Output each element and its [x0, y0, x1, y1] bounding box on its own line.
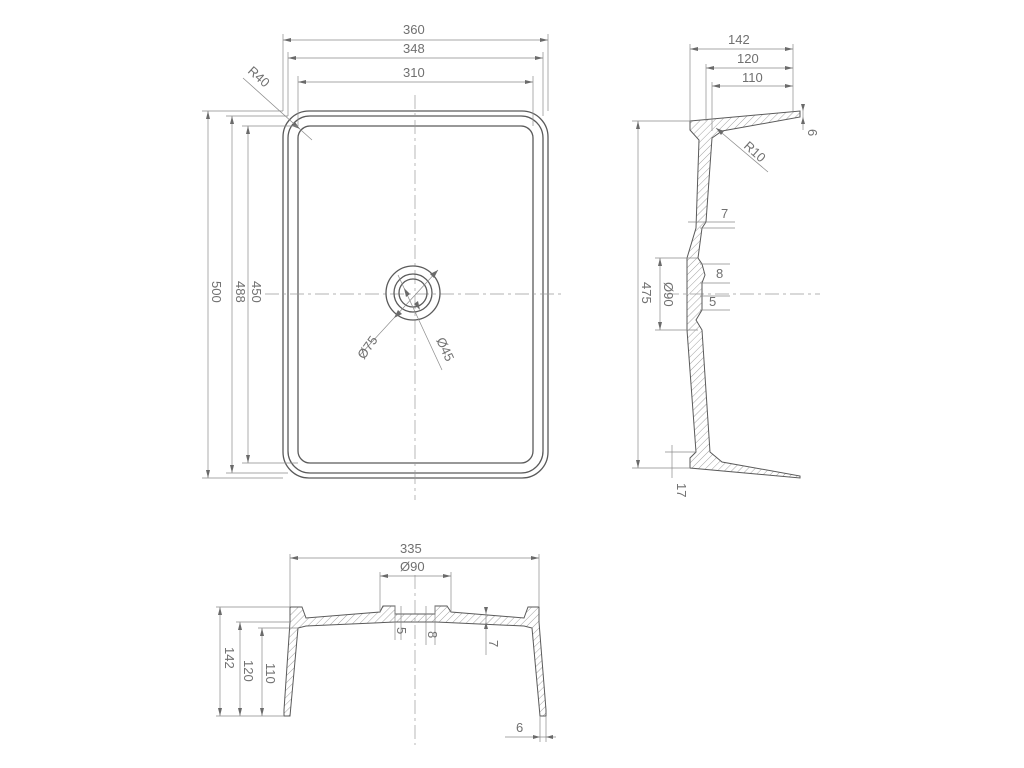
front-335-arrow-left	[290, 556, 298, 560]
side-rim-thickness-label: 6	[805, 129, 820, 136]
side-drain-arrow-bottom	[658, 322, 662, 330]
width-310-arrow-left	[298, 80, 306, 84]
side-fillet-leader	[715, 127, 769, 173]
side-depth-110-label: 110	[742, 70, 763, 85]
height-488-label: 488	[233, 281, 248, 303]
front-view: 335 Ø90 5 8 7 142 120	[216, 541, 556, 745]
corner-radius-label: R40	[245, 63, 273, 90]
side-rim-arrow-bottom	[801, 117, 805, 124]
side-wall-step-label: 7	[721, 206, 728, 221]
front-depth-142-label: 142	[222, 647, 237, 669]
height-450-arrow-bottom	[246, 455, 250, 463]
width-360-arrow-left	[283, 38, 291, 42]
basin-outer-outline	[282, 110, 549, 479]
side-fillet-arrow	[716, 128, 724, 135]
drain-inner-arrow-a	[404, 288, 410, 297]
radius-arrow	[292, 122, 300, 129]
basin-inner-outline	[297, 125, 534, 464]
front-142-arrow-top	[218, 607, 222, 615]
side-length-label: 475	[639, 282, 654, 304]
front-drain-step-label: 8	[425, 631, 440, 638]
side-120-arrow-right	[785, 66, 793, 70]
front-drain-diameter-label: Ø90	[400, 559, 425, 574]
side-110-arrow-right	[785, 84, 793, 88]
side-rim-arrow-top	[801, 104, 805, 111]
front-rim-arrow-right	[546, 735, 553, 739]
side-142-arrow-right	[785, 47, 793, 51]
height-500-arrow-bottom	[206, 470, 210, 478]
side-drain-arrow-top	[658, 258, 662, 266]
side-base-label: 17	[674, 483, 689, 497]
width-360-label: 360	[403, 22, 425, 37]
front-depth-110-label: 110	[263, 663, 278, 684]
height-450-label: 450	[249, 281, 264, 303]
width-348-label: 348	[403, 41, 425, 56]
front-depth-120-label: 120	[241, 660, 256, 682]
radius-leader	[242, 77, 313, 141]
front-335-arrow-right	[531, 556, 539, 560]
drain-inner-arrow-b	[414, 301, 420, 310]
side-view: 142 120 110 6 R10 7 8 5	[632, 32, 820, 497]
side-depth-142-label: 142	[728, 32, 750, 47]
drain-mid-circle	[393, 273, 433, 313]
front-rim-arrow-left	[533, 735, 540, 739]
front-drain-gap-label: 5	[394, 627, 409, 634]
front-110-arrow-bottom	[260, 708, 264, 716]
front-wall-step-label: 7	[486, 640, 501, 647]
basin-rim-outline	[287, 115, 544, 474]
side-wall-section	[686, 110, 801, 479]
front-wall-section	[283, 605, 547, 717]
side-drain-gap-label: 5	[709, 294, 716, 309]
height-500-label: 500	[209, 281, 224, 303]
side-120-arrow-left	[706, 66, 714, 70]
drain-outer-circle	[385, 265, 441, 321]
side-142-arrow-left	[690, 47, 698, 51]
height-500-arrow-top	[206, 111, 210, 119]
height-450-arrow-top	[246, 126, 250, 134]
front-120-arrow-top	[238, 622, 242, 630]
side-drain-diameter-label: Ø90	[661, 282, 676, 307]
side-475-arrow-top	[636, 121, 640, 129]
width-348-arrow-right	[535, 56, 543, 60]
width-310-label: 310	[403, 65, 425, 80]
drain-outer-arrow-b	[394, 310, 402, 318]
width-360-arrow-right	[540, 38, 548, 42]
side-475-arrow-bottom	[636, 460, 640, 468]
width-310-arrow-right	[525, 80, 533, 84]
front-wall-step-arrow-bottom	[484, 622, 488, 629]
front-110-arrow-top	[260, 628, 264, 636]
side-fillet-label: R10	[741, 138, 769, 165]
front-rim-thickness-label: 6	[516, 720, 523, 735]
top-view: Ø75 Ø45 360 348 310 R40 500	[202, 22, 565, 500]
side-depth-120-label: 120	[737, 51, 759, 66]
front-drain-arrow-left	[380, 574, 388, 578]
width-348-arrow-left	[288, 56, 296, 60]
front-142-arrow-bottom	[218, 708, 222, 716]
front-length-label: 335	[400, 541, 422, 556]
front-wall-step-arrow-top	[484, 607, 488, 614]
height-488-arrow-top	[230, 116, 234, 124]
drain-outer-arrow-a	[430, 270, 438, 278]
side-110-arrow-left	[712, 84, 720, 88]
side-drain-step-label: 8	[716, 266, 723, 281]
height-488-arrow-bottom	[230, 465, 234, 473]
front-drain-arrow-right	[443, 574, 451, 578]
drain-inner-circle	[398, 278, 428, 308]
front-120-arrow-bottom	[238, 708, 242, 716]
